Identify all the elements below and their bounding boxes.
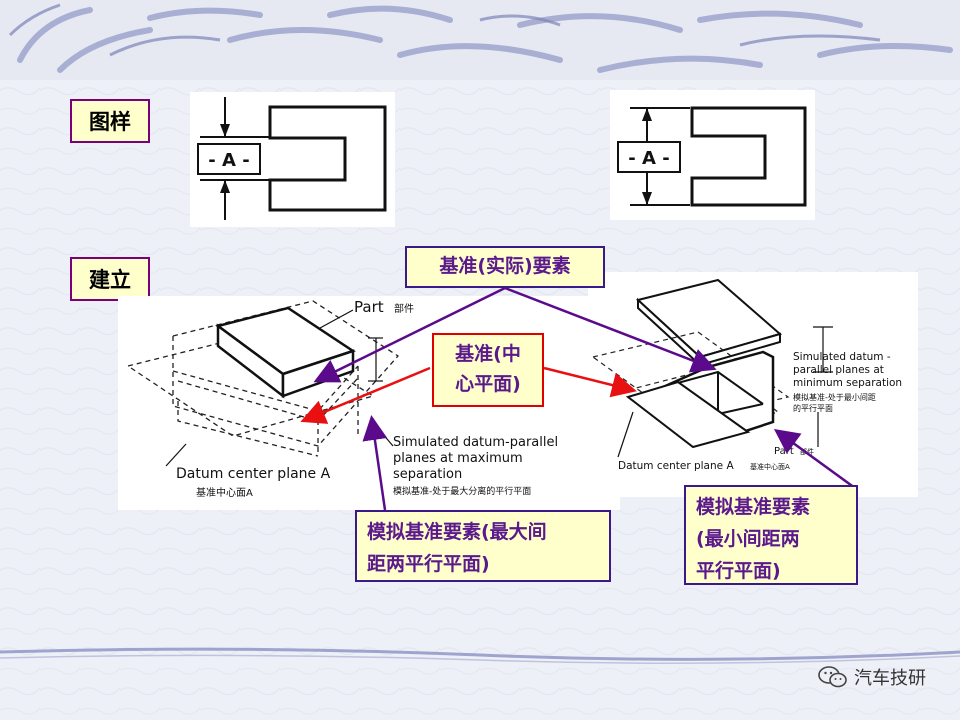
datum-actual-callout: 基准(实际)要素 — [405, 246, 605, 288]
sim-planes-cn-right: 模拟基准-处于最小间距 的平行平面 — [793, 392, 878, 413]
diagram-panel-left: Part 部件 Simulated datum-parallel planes … — [118, 296, 620, 510]
drawing-label: 图样 — [70, 99, 150, 143]
part-label-left: Part — [354, 298, 384, 316]
datum-plane-label-right: Datum center plane A — [618, 460, 734, 472]
datum-center-line-1: 基准(中 — [455, 343, 521, 365]
watermark: 汽车技研 — [818, 664, 926, 690]
sim-max-callout: 模拟基准要素(最大间 距两平行平面) — [355, 510, 611, 582]
datum-symbol-left: - A - — [208, 150, 249, 171]
datum-symbol-right: - A - — [628, 148, 669, 169]
datum-plane-cn-left: 基准中心面A — [196, 486, 253, 499]
sim-min-line-3: 平行平面) — [696, 560, 781, 582]
sim-max-line-1: 模拟基准要素(最大间 — [367, 521, 547, 543]
diagram-panel-right: Simulated datum - parallel planes at min… — [588, 272, 918, 497]
bottom-divider — [0, 647, 960, 664]
sim-planes-label-right: Simulated datum - parallel planes at min… — [793, 351, 902, 389]
part-label-right: Part — [774, 446, 794, 457]
datum-plane-label-left: Datum center plane A — [176, 466, 331, 482]
sim-max-line-2: 距两平行平面) — [367, 553, 490, 575]
datum-plane-cn-right: 基准中心面A — [750, 462, 790, 471]
wechat-icon — [818, 666, 847, 688]
watermark-text: 汽车技研 — [854, 668, 926, 689]
datum-center-line-2: 心平面) — [455, 373, 521, 395]
part-cn-label-left: 部件 — [394, 302, 414, 315]
sim-min-line-1: 模拟基准要素 — [696, 496, 811, 518]
establish-label: 建立 — [70, 257, 150, 301]
sim-min-callout: 模拟基准要素 (最小间距两 平行平面) — [684, 485, 858, 585]
drawing-panel-left: - A - — [190, 92, 395, 227]
sim-planes-cn-left: 模拟基准-处于最大分离的平行平面 — [393, 485, 531, 497]
drawing-panel-right: - A - — [610, 90, 815, 220]
swirl-decoration — [17, 5, 953, 73]
part-cn-label-right: 部件 — [800, 447, 814, 456]
datum-center-callout: 基准(中 心平面) — [432, 333, 544, 407]
sim-planes-label-left: Simulated datum-parallel planes at maxim… — [393, 435, 562, 482]
sim-min-line-2: (最小间距两 — [696, 528, 800, 550]
